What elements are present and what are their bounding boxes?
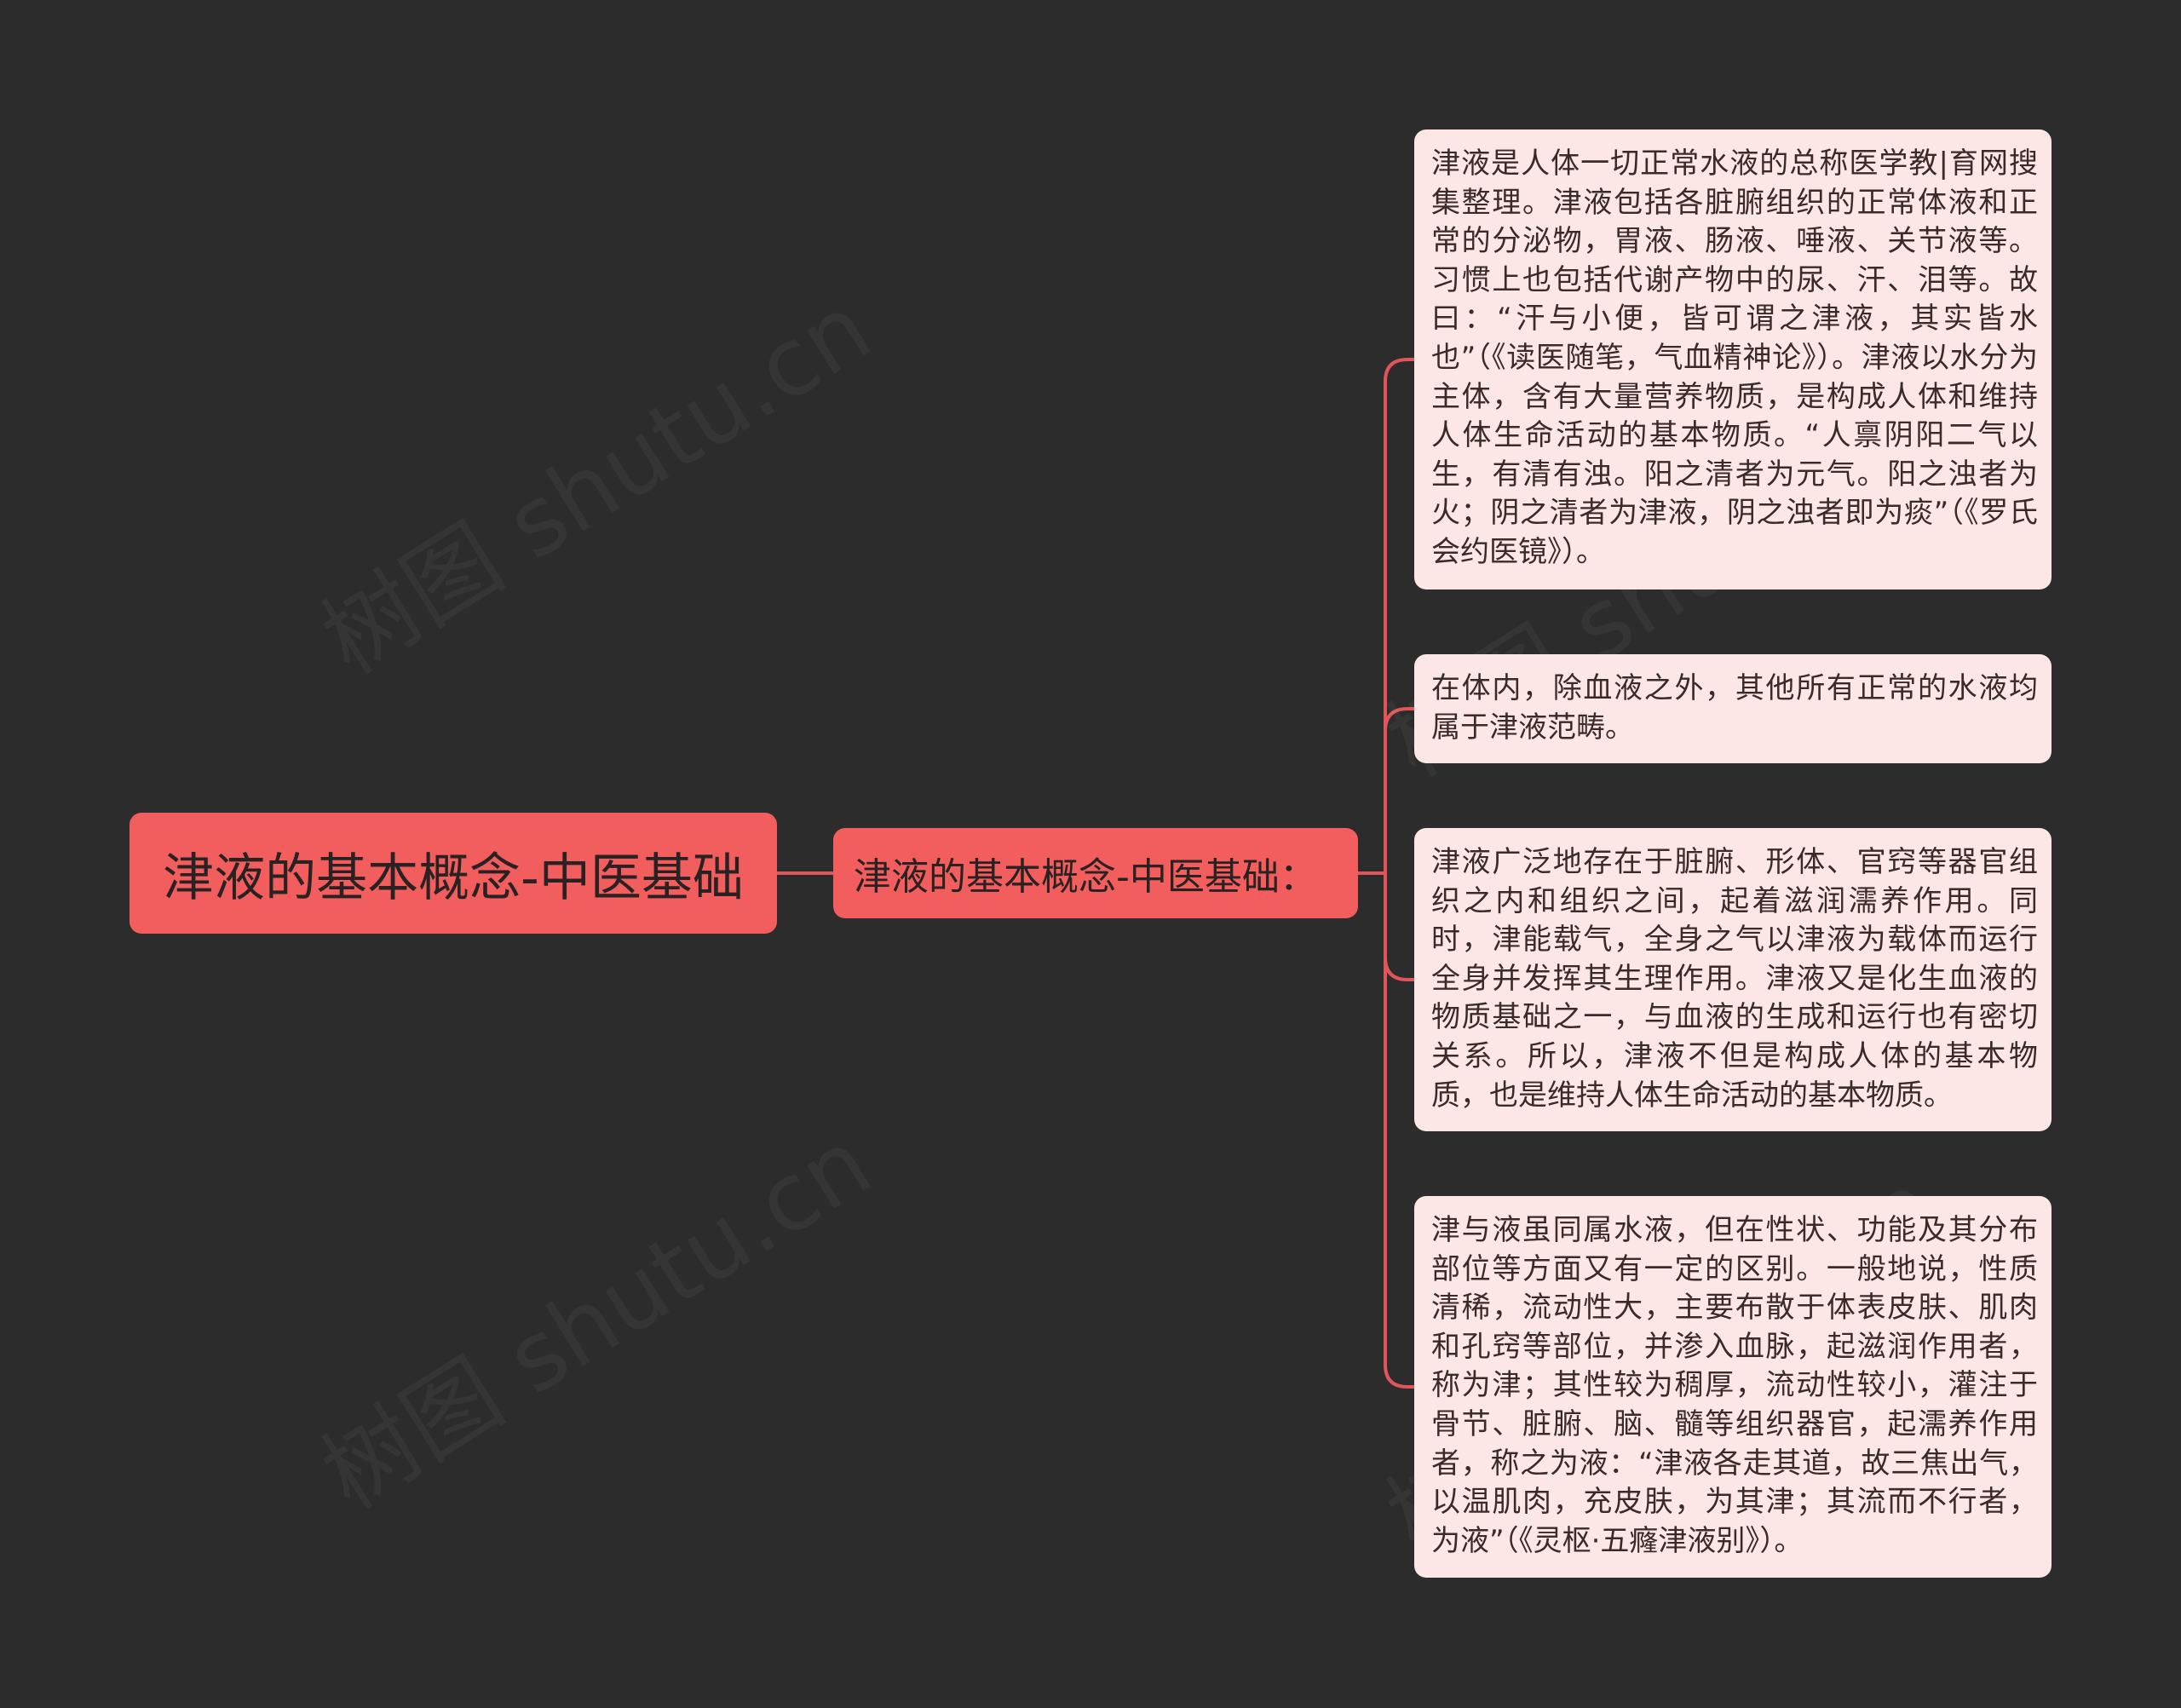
leaf-node-definition[interactable]: 津液是人体一切正常水液的总称医学教|育网搜集整理。津液包括各脏腑组织的正常体液和… [1414,129,2052,589]
leaf-node-function[interactable]: 津液广泛地存在于脏腑、形体、官窍等器官组织之内和组织之间，起着滋润濡养作用。同时… [1414,828,2052,1131]
connector-leaf-2 [1384,707,1416,875]
connector-leaf-4 [1384,871,1416,1389]
connector-leaf-3 [1384,871,1416,981]
branch-node[interactable]: 津液的基本概念-中医基础： [833,828,1358,918]
leaf-node-scope[interactable]: 在体内，除血液之外，其他所有正常的水液均属于津液范畴。 [1414,654,2052,763]
connector-leaf-1 [1384,358,1416,875]
leaf-node-text: 在体内，除血液之外，其他所有正常的水液均属于津液范畴。 [1431,671,2038,745]
root-node[interactable]: 津液的基本概念-中医基础 [129,813,777,934]
leaf-node-text: 津与液虽同属水液，但在性状、功能及其分布部位等方面又有一定的区别。一般地说，性质… [1431,1213,2038,1558]
leaf-node-text: 津液是人体一切正常水液的总称医学教|育网搜集整理。津液包括各脏腑组织的正常体液和… [1431,147,2038,569]
leaf-node-distinction[interactable]: 津与液虽同属水液，但在性状、功能及其分布部位等方面又有一定的区别。一般地说，性质… [1414,1196,2052,1578]
root-node-label: 津液的基本概念-中医基础 [163,848,744,908]
branch-node-label: 津液的基本概念-中医基础： [854,855,1317,899]
leaf-node-text: 津液广泛地存在于脏腑、形体、官窍等器官组织之内和组织之间，起着滋润濡养作用。同时… [1431,845,2038,1113]
